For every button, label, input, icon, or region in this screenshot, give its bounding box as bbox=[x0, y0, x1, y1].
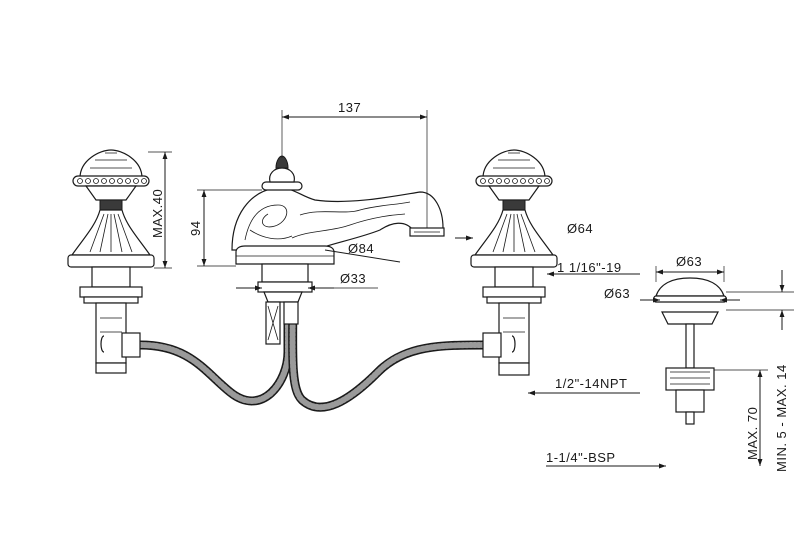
dim-max-70: MAX. 70 bbox=[745, 407, 760, 460]
center-spout bbox=[231, 155, 445, 345]
left-handle bbox=[67, 149, 155, 374]
dim-npt: 1/2"-14NPT bbox=[555, 376, 627, 391]
right-handle bbox=[470, 149, 558, 376]
dim-dia-84: Ø84 bbox=[348, 241, 374, 256]
dim-dia-63-top: Ø63 bbox=[676, 254, 702, 269]
dim-dia-64: Ø64 bbox=[567, 221, 593, 236]
dimension-labels: 137 94 MAX.40 Ø84 Ø33 Ø64 1 1/16"-19 Ø63… bbox=[150, 100, 789, 472]
dim-dia-63-side: Ø63 bbox=[604, 286, 630, 301]
dim-min-max: MIN. 5 - MAX. 14 bbox=[774, 364, 789, 472]
dim-spout-length: 137 bbox=[338, 100, 361, 115]
dim-height-94: 94 bbox=[188, 221, 203, 236]
dim-handle-max: MAX.40 bbox=[150, 189, 165, 238]
dim-bsp: 1-1/4"-BSP bbox=[546, 450, 616, 465]
dim-thread-1-1-16: 1 1/16"-19 bbox=[557, 260, 622, 275]
dimension-lines bbox=[148, 110, 794, 469]
pop-up-drain bbox=[653, 277, 727, 425]
dim-dia-33: Ø33 bbox=[340, 271, 366, 286]
flexible-hoses bbox=[135, 295, 493, 412]
